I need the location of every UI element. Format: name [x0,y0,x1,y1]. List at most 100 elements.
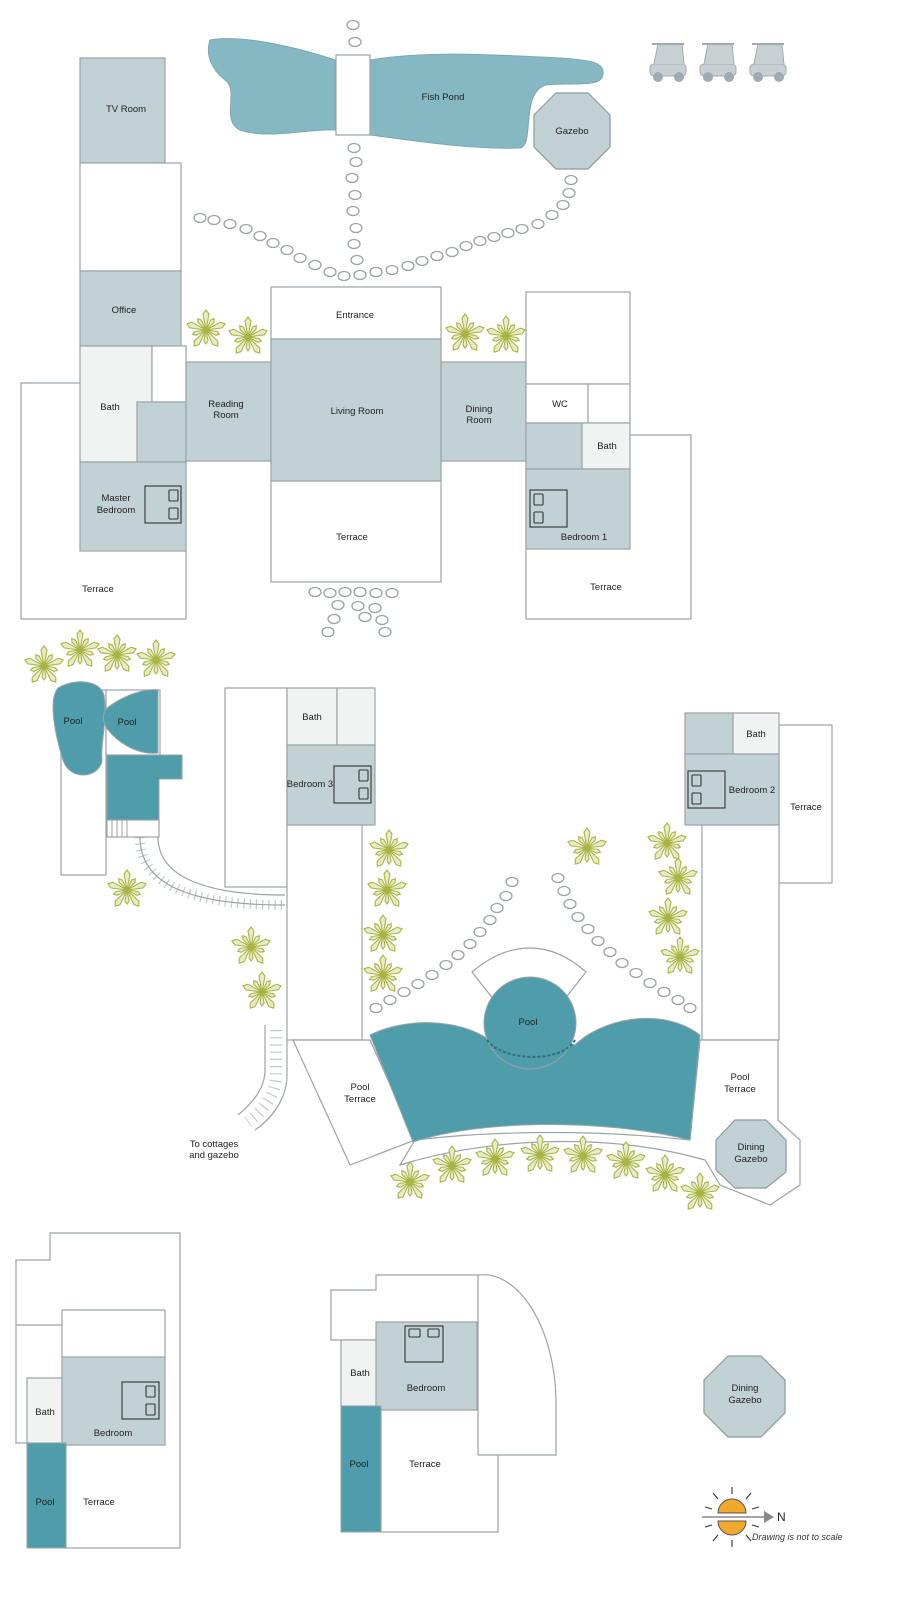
pool-b-label: Pool [117,717,136,728]
bath-b3-label: Bath [302,712,322,723]
reading-room-label-1: Reading [208,399,243,410]
reading-room [185,361,272,462]
cottage-2-pool [340,1405,382,1533]
bedroom-3 [286,744,376,826]
golf-cart-icon [649,43,687,83]
cottage-2-bedroom-label: Bedroom [407,1383,446,1394]
palm-plant-icon [605,1141,647,1181]
sun-compass-icon [702,1487,774,1547]
palm-plant-icon [227,316,269,356]
palm-plant-icon [230,926,272,966]
palm-plant-icon [135,639,177,679]
scale-note: Drawing is not to scale [752,1532,843,1542]
hallway-left [79,162,182,272]
main-pool-label: Pool [518,1017,537,1028]
dining-gazebo-1-label-b: Gazebo [734,1154,767,1165]
palm-plant-icon [106,869,148,909]
master-bath-label: Bath [100,402,120,413]
entrance [270,286,442,340]
palm-plant-icon [23,645,65,685]
cottage-1-bedroom-label: Bedroom [94,1428,133,1439]
palm-plant-icon [241,971,283,1011]
living-room-label: Living Room [331,406,384,417]
bedroom-3-label: Bedroom 3 [287,779,333,790]
reading-room-label-2: Room [213,410,238,421]
bed-icon [333,765,372,804]
cottage-1-pool-label: Pool [35,1497,54,1508]
pool-a [52,681,106,776]
bridge [335,54,371,136]
bedroom-2-label: Bedroom 2 [729,785,775,796]
dining-room [440,361,527,462]
entrance-label: Entrance [336,310,374,321]
dining-gazebo-1 [715,1119,787,1189]
cottage-1-bedroom [61,1356,166,1446]
terrace-b2 [778,724,833,884]
terrace-left-label: Terrace [82,584,114,595]
palm-plant-icon [444,313,486,353]
cottage-1-pool [26,1442,67,1549]
golf-cart-icon [699,43,737,83]
palm-plant-icon [366,869,408,909]
cottage-1-bath [26,1377,63,1444]
gazebo [533,92,611,170]
palm-plant-icon [59,629,101,669]
bed-icon [144,485,182,524]
bedroom-1 [525,468,631,550]
bedroom-1-label: Bedroom 1 [561,532,607,543]
golf-cart-icon [749,43,787,83]
palm-plant-icon [646,822,688,862]
palm-plant-icon [389,1161,431,1201]
north-label: N [777,1510,786,1524]
master-bedroom [79,461,187,552]
cottage-2-pool-label: Pool [349,1459,368,1470]
palm-plant-icon [485,315,527,355]
stairs [111,820,128,837]
palm-plant-icon [644,1154,686,1194]
pool-b [102,689,159,754]
cottage-1-bath-label: Bath [35,1407,55,1418]
palm-plant-icon [96,634,138,674]
terrace-right-label: Terrace [590,582,622,593]
pool-terrace-right [398,1039,801,1206]
palm-plant-icon [657,857,699,897]
dining-room-label-2: Room [466,415,491,426]
bed-icon [687,770,726,809]
bath-right-label: Bath [597,441,617,452]
gazebo-label: Gazebo [555,126,588,137]
palm-plant-icon [362,954,404,994]
bedroom-2 [684,753,780,826]
terrace-center [270,480,442,583]
dining-room-label-1: Dining [466,404,493,415]
dining-gazebo-1-label-a: Dining [738,1142,765,1153]
bed-icon [404,1325,444,1363]
palm-plant-icon [362,914,404,954]
fish-pond-label: Fish Pond [422,92,465,103]
to-cottages-label-1: To cottages [190,1139,239,1150]
master-bedroom-label-2: Bedroom [97,505,136,516]
bath-b2 [732,712,780,755]
wc [525,383,589,424]
palm-plant-icon [679,1172,721,1212]
pool-terrace-right-label-1: Pool [730,1072,749,1083]
cottage-2-bath-label: Bath [350,1368,370,1379]
pool-a-label: Pool [63,716,82,727]
pool-terrace-left-label-2: Terrace [344,1094,376,1105]
palm-plant-icon [647,897,689,937]
bath-right [581,422,631,470]
dining-gazebo-2-label-b: Gazebo [728,1395,761,1406]
bed-icon [529,489,568,528]
bed-icon [121,1381,160,1420]
dining-gazebo-2 [703,1355,786,1438]
office-label: Office [112,305,137,316]
stepping-stone-path [308,586,399,638]
living-room [270,338,442,482]
palm-plant-icon [659,936,701,976]
terrace-b2-label: Terrace [790,802,822,813]
master-bedroom-label-1: Master [101,493,130,504]
office [79,270,182,347]
terrace-center-label: Terrace [336,532,368,543]
cottage-1-terrace-label: Terrace [83,1497,115,1508]
to-cottages-label-2: and gazebo [189,1150,239,1161]
